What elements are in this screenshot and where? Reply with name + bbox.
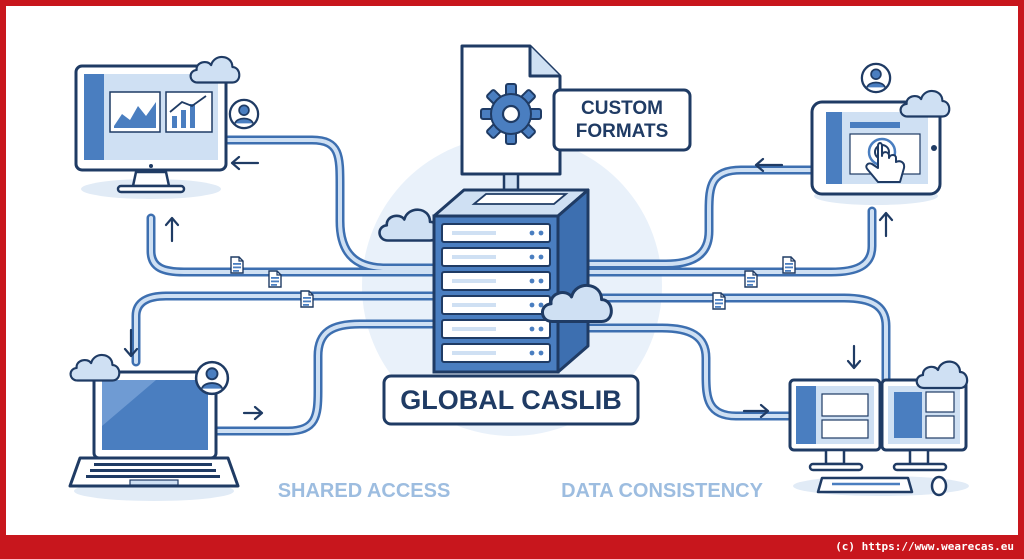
tablet-device: [810, 62, 951, 205]
arrow-icon: [878, 211, 894, 238]
arrow-icon: [123, 328, 139, 358]
direction-arrows: [123, 155, 894, 421]
arrow-icon: [242, 405, 264, 421]
document-icon: [300, 290, 314, 308]
dual-monitors: [788, 360, 969, 497]
server-led: [529, 326, 535, 332]
server-led: [529, 230, 535, 236]
cloud-icon: [915, 360, 969, 390]
custom-formats-line1: CUSTOM: [581, 98, 663, 119]
diagram-canvas: CUSTOM FORMATS GLOBAL CASLIB SHARED ACCE…: [6, 6, 1018, 535]
connection-lines: [131, 135, 891, 436]
document-icon: [230, 256, 244, 274]
global-caslib-text: GLOBAL CASLIB: [400, 385, 622, 415]
diagram: CUSTOM FORMATS GLOBAL CASLIB SHARED ACCE…: [68, 44, 969, 502]
arrow-icon: [742, 403, 770, 419]
copyright-footer: (c) https://www.wearecas.eu: [835, 540, 1014, 553]
data-consistency-caption: DATA CONSISTENCY: [561, 480, 764, 502]
cloud-icon: [899, 89, 951, 118]
desktop-monitor: [74, 55, 260, 199]
server-icon: [380, 188, 612, 374]
document-icon: [744, 270, 758, 288]
document-icon: [268, 270, 282, 288]
server-slot: [452, 327, 496, 331]
gear-icon: [480, 83, 542, 145]
server-led: [529, 302, 535, 308]
server-slot: [452, 351, 496, 355]
server-rack-units: [441, 223, 551, 363]
server-led: [538, 302, 544, 308]
server-led: [538, 350, 544, 356]
user-icon: [860, 62, 892, 94]
shared-access-caption: SHARED ACCESS: [278, 480, 451, 502]
arrow-icon: [846, 344, 862, 370]
custom-formats-label: CUSTOM FORMATS: [552, 88, 692, 152]
server-led: [538, 230, 544, 236]
hand-pointer-icon: [865, 142, 906, 183]
user-icon: [228, 98, 260, 130]
arrow-icon: [164, 216, 180, 243]
document-icon: [782, 256, 796, 274]
global-caslib-label: GLOBAL CASLIB: [382, 374, 640, 426]
server-led: [529, 254, 535, 260]
laptop: [68, 353, 240, 501]
cloud-icon: [189, 55, 241, 84]
user-icon: [194, 360, 230, 396]
server-slot: [452, 279, 496, 283]
server-led: [529, 350, 535, 356]
arrow-icon: [754, 157, 784, 173]
server-slot: [452, 231, 496, 235]
arrow-icon: [230, 155, 260, 171]
server-led: [538, 326, 544, 332]
server-slot: [452, 303, 496, 307]
server-led: [538, 254, 544, 260]
server-led: [538, 278, 544, 284]
document-icon: [712, 292, 726, 310]
server-slot: [452, 255, 496, 259]
custom-formats-line2: FORMATS: [576, 121, 669, 142]
server-led: [529, 278, 535, 284]
cloud-icon: [69, 353, 121, 382]
